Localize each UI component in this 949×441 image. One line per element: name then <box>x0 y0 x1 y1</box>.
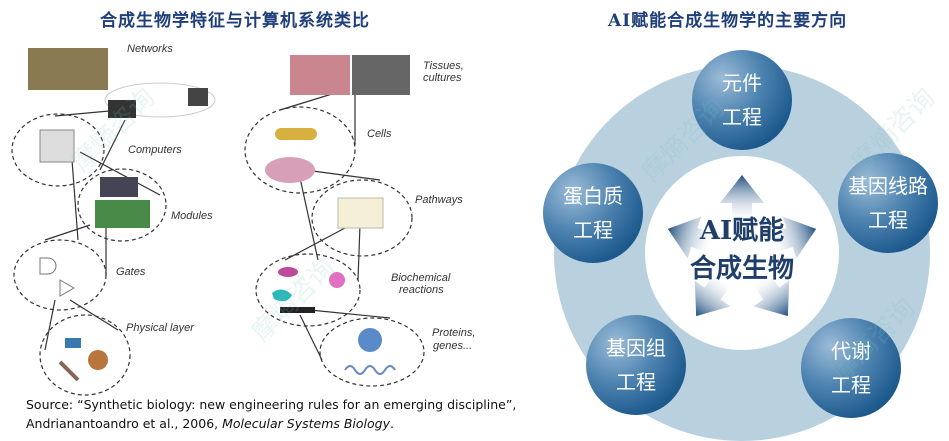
illustrations <box>28 48 410 382</box>
tissue-image <box>290 55 350 95</box>
label-reactions: reactions <box>399 284 444 296</box>
node-line-1: 元件 <box>722 71 762 95</box>
pathways-ellipse <box>311 179 413 257</box>
dna-helix-image <box>344 365 396 375</box>
protein-bind-image <box>272 289 292 302</box>
network-loop-image <box>104 82 216 118</box>
label-proteins: Proteins, <box>432 327 475 339</box>
node-line-2: 工程 <box>573 218 613 242</box>
source-line-1: Source: “Synthetic biology: new engineer… <box>26 397 517 412</box>
arrow-upper-right-icon <box>769 216 817 259</box>
computer-image <box>39 129 75 163</box>
source-line-2: Andrianantoandro et al., 2006, Molecular… <box>26 414 516 433</box>
arrow-upper-left-icon <box>667 216 715 259</box>
label-physical-layer: Physical layer <box>126 322 195 334</box>
node-line-2: 工程 <box>616 370 656 394</box>
label-pathways: Pathways <box>415 194 463 206</box>
culture-image <box>352 55 410 95</box>
node-line-1: 基因线路 <box>848 174 928 198</box>
center-line-2: 合成生物 <box>689 254 794 284</box>
label-networks: Networks <box>127 43 173 55</box>
left-title: 合成生物学特征与计算机系统类比 <box>100 11 370 31</box>
label-computers: Computers <box>128 144 182 156</box>
desktop-image <box>188 88 208 106</box>
label-cultures: cultures <box>423 72 462 84</box>
circuit-board-image <box>95 200 150 228</box>
center-line-1: AI赋能 <box>699 216 785 246</box>
modules-ellipse <box>77 168 167 242</box>
label-biochemical: Biochemical <box>391 272 451 284</box>
center-label: AI赋能 合成生物 <box>665 212 819 288</box>
node-parts-engineering: 元件工程 <box>692 50 792 150</box>
server-racks-image <box>28 48 108 90</box>
resistor-image <box>58 360 80 382</box>
dna-promoter-image <box>280 307 315 313</box>
physical-ellipse <box>39 314 131 396</box>
chip-image <box>100 177 138 197</box>
computer-biology-analogy-diagram: Networks Computers Modules Gates Physica… <box>11 43 475 396</box>
node-gene-circuit-engineering: 基因线路工程 <box>838 153 938 253</box>
source-journal: Molecular Systems Biology <box>222 416 391 431</box>
inductor-image <box>88 350 108 370</box>
pathway-image <box>337 197 384 229</box>
bacterium-image <box>275 128 317 140</box>
node-line-1: 基因组 <box>606 336 666 360</box>
label-gates: Gates <box>116 266 146 278</box>
node-line-1: 代谢 <box>831 339 871 363</box>
label-modules: Modules <box>171 210 213 222</box>
capacitor-image <box>65 338 81 348</box>
laptop-image <box>108 100 136 118</box>
label-tissues: Tissues, <box>423 60 464 72</box>
enzyme-image <box>278 267 298 277</box>
node-protein-engineering: 蛋白质工程 <box>543 163 643 263</box>
label-genes: genes... <box>433 340 472 352</box>
cell-image <box>265 157 315 183</box>
biochemical-ellipse <box>255 253 361 327</box>
node-genome-engineering: 基因组工程 <box>586 315 686 415</box>
arrow-lower-right-icon <box>752 273 790 317</box>
product-image <box>329 272 345 288</box>
source-period: . <box>390 416 394 431</box>
computers-ellipse <box>11 113 105 187</box>
proteins-ellipse <box>319 317 425 387</box>
arrow-lower-left-icon <box>694 273 732 317</box>
node-metabolic-engineering: 代谢工程 <box>801 318 901 418</box>
label-cells: Cells <box>367 128 392 140</box>
source-citation: Source: “Synthetic biology: new engineer… <box>26 395 516 433</box>
arrow-up-icon <box>720 175 764 221</box>
cells-ellipse <box>244 106 356 194</box>
protein-structure-image <box>358 328 382 352</box>
node-line-2: 工程 <box>722 105 762 129</box>
logic-gate-image <box>39 257 76 297</box>
node-line-2: 工程 <box>831 373 871 397</box>
node-line-1: 蛋白质 <box>563 184 623 208</box>
source-authors: Andrianantoandro et al., 2006, <box>26 416 223 431</box>
right-title: AI赋能合成生物学的主要方向 <box>608 11 848 31</box>
node-line-2: 工程 <box>868 208 908 232</box>
